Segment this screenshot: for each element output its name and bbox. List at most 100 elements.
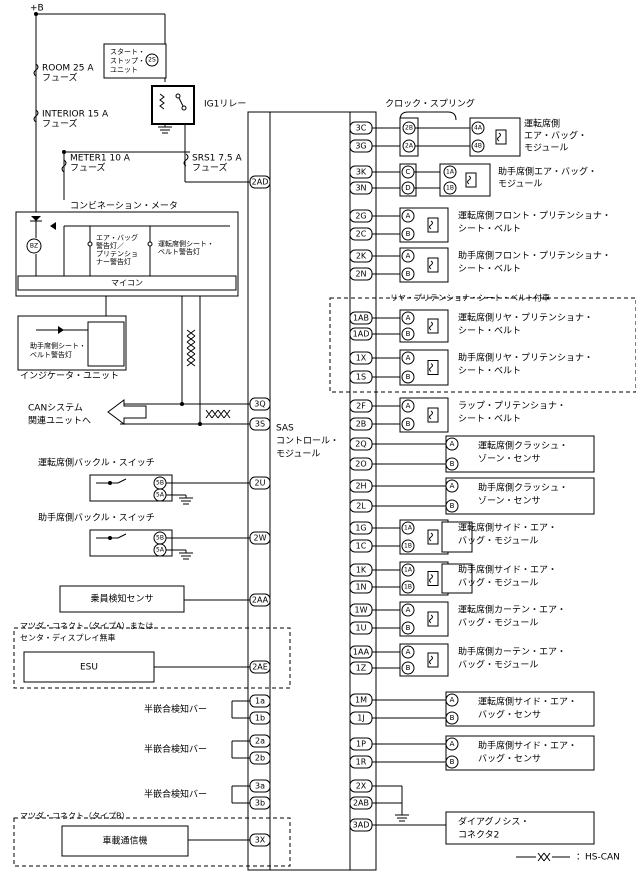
sas-left-pin-3X-label: 3X [255, 836, 266, 845]
module-pin-label: 1A [404, 525, 413, 532]
clock-spring-pin-label: 2B [405, 125, 413, 132]
start-stop-unit-label: スタート・ [110, 47, 145, 56]
combination-meter-title: コンビネーション・メータ [70, 201, 178, 212]
sas-right-pin-1AA-label: 1AA [353, 648, 370, 657]
option-b-dashed [13, 817, 291, 867]
buzzer-icon [26, 238, 42, 254]
squib-icon [427, 652, 439, 668]
module-pin [401, 209, 415, 223]
right-device-label: 助手席側クラッシュ・ [478, 482, 568, 494]
right-device-label: 助手席側サイド・エア・ [458, 564, 557, 576]
junction-dot [108, 481, 112, 485]
module-pin-label: 1B [404, 543, 412, 550]
fuse-interior-label: INTERIOR 15 A [42, 110, 109, 120]
mcu-label: マイコン [111, 279, 143, 288]
buckle-switch-label: 運転席側バックル・スイッチ [38, 457, 155, 469]
airbag-squib-icon-coil [467, 175, 471, 185]
interior-fuse-icon [33, 109, 39, 123]
clock-spring-bracket [399, 111, 457, 121]
belt-lamp-label: ベルト警告灯 [158, 247, 200, 256]
module-pin-label: B [406, 420, 411, 428]
module-pin-label: A [406, 648, 411, 656]
fuse-srs-label: SRS1 7.5 A [192, 154, 242, 164]
right-device-label: 運転席側 [524, 118, 560, 130]
fuse-meter-sub: フューズ [70, 162, 106, 174]
belt-lamp-label: 運転席側シート・ [158, 239, 214, 248]
diode-icon [31, 216, 41, 221]
sas-right-pin-2B-label: 2B [356, 420, 367, 429]
module-pin-label: B [406, 330, 411, 338]
sensor-pin-label: A [450, 696, 455, 704]
indicator-inner-box [87, 321, 125, 367]
right-device-label: シート・ベルト [458, 225, 521, 235]
option-a-label: センタ・ディスプレイ無車 [20, 633, 115, 643]
squib-icon [427, 529, 439, 545]
squib-icon-coil [429, 220, 433, 230]
buckle-pin-label: 5A [156, 492, 165, 499]
sas-left-pin-2b-label: 2b [255, 754, 265, 763]
can-arrow-icon [107, 399, 147, 425]
sensor-box [445, 691, 595, 727]
fuse-srs-sub: フューズ [192, 162, 228, 174]
mcu-box [17, 275, 237, 291]
sas-left-pin-3a-label: 3a [255, 782, 265, 791]
junction-dot [180, 402, 184, 406]
squib-icon [427, 318, 439, 334]
diag-connector-label: ダイアグノシス・ [458, 816, 529, 828]
airbag-lamp-label: プリテンショ [96, 250, 138, 258]
sensor-pin-label: B [450, 758, 455, 766]
module-pin-label: B [406, 230, 411, 238]
sas-right-pin-2F-label: 2F [356, 402, 366, 411]
can-twisted-pair-icon [205, 409, 231, 419]
sas-right-pin-2K-label: 2K [356, 252, 367, 261]
sas-left-pin-2W-label: 2W [254, 534, 267, 543]
connector-pin-label: C [406, 168, 411, 176]
squib-icon-coil [429, 614, 433, 624]
module-pin-label: A [406, 252, 411, 260]
right-device-label: シート・ベルト [458, 327, 521, 337]
sensor-box [445, 735, 595, 771]
module-pin [401, 521, 415, 535]
right-device-label: 助手席側エア・バッグ・ [498, 166, 597, 178]
buckle-switch-icon [117, 478, 127, 484]
bplus-label: +B [30, 4, 44, 14]
connector-pin-label: D [405, 184, 410, 192]
right-device-label: 運転席側サイド・エア・ [478, 696, 577, 708]
rear-optional-label: リヤ・プリテンショナ・シート・ベルト付車 [390, 293, 550, 303]
right-device-label: モジュール [524, 144, 568, 154]
sensor-pin-label: A [450, 740, 455, 748]
airbag-squib-icon [495, 129, 507, 145]
sas-left-pin-2AE-label: 2AE [252, 663, 268, 672]
squib-icon-coil [429, 363, 433, 372]
right-device-label: バッグ・モジュール [458, 659, 538, 671]
clock-spring-label: クロック・スプリング [385, 98, 475, 110]
sas-right-pin-2C-label: 2C [356, 230, 367, 239]
squib-icon [427, 407, 439, 423]
option-b-label: マツダ・コネクト（タイプB） [20, 811, 130, 821]
start-stop-unit-label: ストップ・ [110, 57, 145, 65]
lamp-icon [147, 241, 153, 247]
squib-icon [427, 217, 439, 233]
fuse-interior-sub: フューズ [42, 118, 78, 130]
airbag-pin-label: 4A [474, 125, 483, 132]
comm-unit-label: 車載通信機 [102, 835, 147, 847]
module-pin [401, 417, 415, 431]
sas-module-outline [247, 111, 377, 871]
buckle-switch-icon [117, 533, 127, 539]
relay-contact-dot [181, 105, 187, 111]
module-pin-label: B [406, 373, 411, 381]
relay-contact-dot [175, 93, 181, 99]
can-label: 関連ユニットへ [28, 415, 91, 427]
right-device-label: 助手席側フロント・プリテンショナ・ [458, 250, 611, 262]
right-device-label: バッグ・モジュール [458, 617, 538, 629]
indicator-unit-title: インジケータ・ユニット [20, 371, 119, 382]
right-device-label: モジュール [498, 180, 542, 190]
half-fit-bar-label: 半嵌合検知バー [144, 743, 207, 755]
right-device-label: バッグ・モジュール [458, 577, 538, 589]
sas-left-pin-1a-label: 1a [255, 697, 265, 706]
esu-label: ESU [80, 663, 98, 673]
module-pin [401, 621, 415, 635]
half-fit-bar-label: 半嵌合検知バー [144, 788, 207, 800]
sas-right-pin-1AB-label: 1AB [353, 314, 369, 323]
